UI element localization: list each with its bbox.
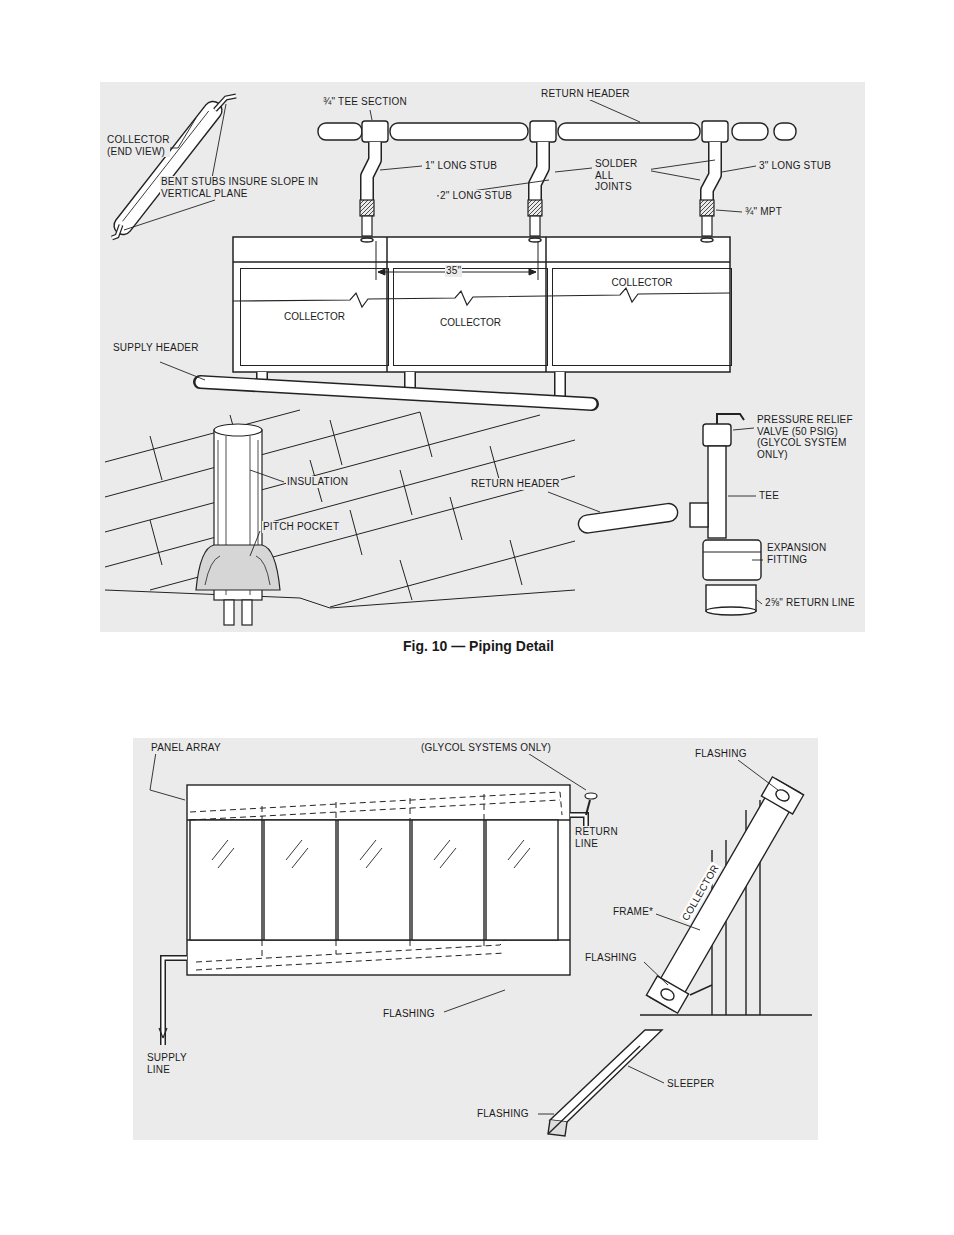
- collector-panel: COLLECTOR: [393, 268, 548, 366]
- callout-label: RETURN HEADER: [540, 88, 631, 100]
- callout-label: SLEEPER: [666, 1078, 716, 1090]
- relief-valve-detail: [577, 414, 761, 615]
- dimension: [376, 241, 538, 280]
- bent-stubs: [367, 142, 715, 200]
- collector-panel: COLLECTOR: [552, 268, 732, 366]
- roof-shingles: [105, 410, 575, 608]
- callout-label: (GLYCOL SYSTEMS ONLY): [420, 742, 552, 754]
- callout-label: 3" LONG STUB: [758, 160, 832, 172]
- leader-lines: [124, 99, 778, 1114]
- panel-label: COLLECTOR: [394, 317, 547, 329]
- callout-label: ¾" TEE SECTION: [322, 96, 408, 108]
- side-view: [640, 777, 812, 1015]
- callout-label: 1" LONG STUB: [424, 160, 498, 172]
- mpt-fittings: [360, 200, 714, 216]
- callout-label: FLASHING: [584, 952, 638, 964]
- callout-label: EXPANSION FITTING: [766, 542, 838, 565]
- supply-header: [200, 372, 592, 404]
- collector-panel: COLLECTOR: [240, 268, 389, 366]
- callout-label: BENT STUBS INSURE SLOPE IN VERTICAL PLAN…: [160, 176, 332, 199]
- figure-ground: [133, 738, 818, 1140]
- callout-label: PITCH POCKET: [262, 521, 340, 533]
- panel-label: COLLECTOR: [553, 277, 731, 289]
- array-piping: [159, 793, 597, 1045]
- return-header: [318, 121, 796, 142]
- callout-label: PANEL ARRAY: [150, 742, 222, 754]
- callout-label: COLLECTOR (END VIEW): [106, 134, 170, 157]
- sleeper: [548, 1030, 662, 1136]
- figure-ground: [100, 82, 865, 632]
- callout-label: FLASHING: [694, 748, 748, 760]
- callout-label: TEE: [758, 490, 780, 502]
- callout-label: FLASHING: [476, 1108, 530, 1120]
- callout-label: SOLDER ALL JOINTS: [594, 158, 651, 193]
- stub-ends: [362, 216, 712, 236]
- callout-label: RETURN HEADER: [470, 478, 561, 490]
- callout-label: ¾" MPT: [744, 206, 783, 218]
- figure-caption: Fig. 10 — Piping Detail: [403, 638, 554, 654]
- callout-label: INSULATION: [286, 476, 349, 488]
- collector-array: [233, 237, 730, 372]
- callout-label: FRAME*: [612, 906, 654, 918]
- panel-array: [187, 785, 570, 975]
- collector-end-view: [110, 96, 236, 238]
- callout-label: SUPPLY LINE: [146, 1052, 188, 1075]
- callout-label: FLASHING: [382, 1008, 436, 1020]
- callout-label: 35": [445, 265, 462, 277]
- panel-label: COLLECTOR: [241, 311, 388, 323]
- callout-label: SUPPLY HEADER: [112, 342, 200, 354]
- callout-label: 2" LONG STUB: [439, 190, 513, 202]
- callout-label: 2⅝" RETURN LINE: [764, 597, 856, 609]
- callout-label: RETURN LINE: [574, 826, 622, 849]
- callout-label: PRESSURE RELIEF VALVE (50 PSIG) (GLYCOL …: [756, 414, 858, 460]
